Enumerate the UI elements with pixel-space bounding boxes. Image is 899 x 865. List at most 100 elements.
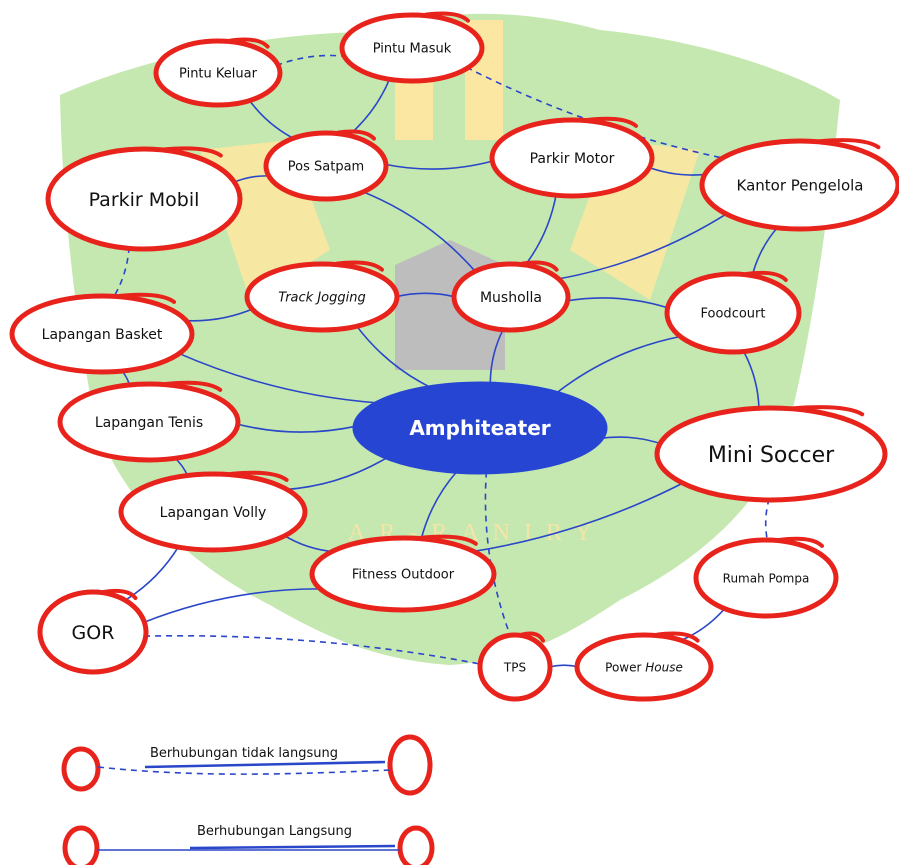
- legend-direct-underline: [189, 844, 396, 850]
- direct-edge-musholla-to-amphiteater: [489, 328, 505, 385]
- node-amphiteater: Amphiteater: [352, 381, 608, 475]
- node-fitness-outdoor-ring: [309, 535, 497, 613]
- direct-edge-foodcourt-to-amphiteater: [555, 335, 683, 395]
- node-track-jogging: Track Jogging: [244, 260, 400, 333]
- node-mini-soccer: Mini Soccer: [654, 405, 888, 503]
- node-rumah-pompa-ring: [693, 537, 839, 619]
- node-amphiteater-ring: [352, 381, 608, 475]
- node-tps-stroke-tail: [520, 631, 545, 643]
- node-lapangan-basket-stroke-tail: [118, 292, 176, 304]
- node-musholla-ring: [451, 261, 571, 333]
- node-power-house-stroke-tail: [655, 631, 700, 643]
- node-parkir-motor-ring: [489, 117, 655, 199]
- node-pintu-keluar-stroke-tail: [228, 37, 270, 49]
- node-tps: TPS: [477, 631, 553, 702]
- direct-edge-amphiteater-to-fitness-outdoor: [420, 470, 459, 540]
- node-pintu-keluar-ring: [153, 38, 283, 108]
- indirect-edge-gor-to-tps: [144, 634, 482, 665]
- node-mini-soccer-ring: [654, 405, 888, 503]
- node-parkir-motor-stroke-tail: [586, 116, 638, 128]
- node-lapangan-volly: Lapangan Volly: [118, 470, 308, 553]
- node-parkir-motor: Parkir Motor: [489, 116, 655, 199]
- node-pintu-masuk-label: Pintu Masuk: [373, 42, 452, 57]
- node-parkir-mobil: Parkir Mobil: [45, 146, 243, 252]
- node-power-house-ring: [574, 632, 714, 702]
- node-tps-ring: [477, 632, 553, 702]
- direct-edge-tps-to-power-house: [548, 664, 580, 668]
- node-lapangan-tenis-stroke-tail: [164, 380, 223, 392]
- node-musholla-stroke-tail: [520, 260, 559, 272]
- direct-edge-kantor-pengelola-to-musholla: [556, 212, 729, 280]
- direct-edge-track-jogging-to-musholla: [394, 292, 456, 298]
- node-rumah-pompa-stroke-tail: [778, 536, 824, 548]
- direct-edge-mini-soccer-to-fitness-outdoor: [470, 481, 686, 553]
- node-gor: GOR: [37, 588, 149, 675]
- legend-indirect-left-ring: [61, 746, 101, 792]
- node-gor-label: GOR: [72, 622, 115, 644]
- node-musholla-label: Musholla: [480, 290, 542, 306]
- legend-indirect-label: Berhubungan tidak langsung: [150, 746, 338, 761]
- direct-edge-lapangan-basket-to-amphiteater: [176, 351, 380, 404]
- node-parkir-motor-label: Parkir Motor: [530, 151, 615, 167]
- node-gor-ring: [37, 589, 149, 675]
- node-track-jogging-ring: [244, 261, 400, 333]
- direct-edge-fitness-outdoor-to-gor: [142, 588, 324, 624]
- node-parkir-mobil-ring: [45, 146, 243, 252]
- node-foodcourt: Foodcourt: [664, 270, 802, 355]
- node-kantor-pengelola-ring: [699, 138, 899, 232]
- node-pos-satpam: Pos Satpam: [263, 129, 389, 202]
- direct-edge-pos-satpam-to-musholla: [361, 190, 477, 273]
- node-rumah-pompa: Rumah Pompa: [693, 536, 839, 619]
- direct-edge-pos-satpam-to-parkir-motor: [383, 159, 495, 170]
- node-mini-soccer-label: Mini Soccer: [708, 443, 835, 468]
- direct-edge-parkir-motor-to-musholla: [523, 193, 557, 267]
- node-foodcourt-ring: [664, 271, 802, 355]
- node-pos-satpam-stroke-tail: [336, 129, 376, 141]
- node-tps-label: TPS: [503, 660, 526, 674]
- node-pintu-masuk-ring: [339, 12, 485, 84]
- direct-edge-track-jogging-to-lapangan-basket: [183, 307, 255, 322]
- legend-indirect-solid-line: [144, 760, 386, 769]
- direct-edge-track-jogging-to-amphiteater: [355, 324, 432, 389]
- node-pintu-keluar-label: Pintu Keluar: [179, 67, 258, 82]
- indirect-edge-parkir-mobil-to-lapangan-basket: [112, 246, 130, 298]
- legend-direct-right-ring: [397, 825, 435, 865]
- direct-edge-lapangan-volly-to-gor: [123, 545, 180, 602]
- node-lapangan-basket-ring: [9, 293, 195, 375]
- node-lapangan-volly-label: Lapangan Volly: [160, 505, 267, 521]
- indirect-edge-mini-soccer-to-rumah-pompa: [764, 498, 770, 542]
- node-musholla: Musholla: [451, 260, 571, 333]
- legend-direct-left-ring: [62, 825, 100, 865]
- node-kantor-pengelola-label: Kantor Pengelola: [737, 176, 864, 194]
- legend-direct-label: Berhubungan Langsung: [197, 824, 352, 839]
- node-mini-soccer-stroke-tail: [791, 405, 865, 417]
- node-foodcourt-label: Foodcourt: [701, 307, 766, 322]
- node-parkir-mobil-label: Parkir Mobil: [89, 189, 200, 211]
- node-pintu-masuk-stroke-tail: [424, 11, 470, 23]
- node-lapangan-tenis: Lapangan Tenis: [57, 380, 241, 463]
- node-lapangan-volly-stroke-tail: [229, 470, 289, 482]
- node-fitness-outdoor-stroke-tail: [419, 534, 478, 546]
- node-track-jogging-label: Track Jogging: [278, 291, 365, 306]
- node-lapangan-basket: Lapangan Basket: [9, 292, 195, 375]
- node-fitness-outdoor: Fitness Outdoor: [309, 534, 497, 613]
- node-foodcourt-stroke-tail: [744, 270, 788, 282]
- node-power-house-label: Power House: [605, 660, 683, 674]
- node-pintu-masuk: Pintu Masuk: [339, 11, 485, 84]
- node-lapangan-basket-label: Lapangan Basket: [42, 327, 163, 343]
- indirect-edge-amphiteater-to-tps: [484, 471, 512, 637]
- node-lapangan-tenis-label: Lapangan Tenis: [95, 415, 203, 431]
- node-amphiteater-label: Amphiteater: [409, 416, 550, 440]
- node-lapangan-volly-ring: [118, 471, 308, 553]
- node-kantor-pengelola-stroke-tail: [817, 138, 881, 150]
- node-fitness-outdoor-label: Fitness Outdoor: [352, 568, 455, 583]
- direct-edge-pintu-keluar-to-pos-satpam: [248, 99, 296, 140]
- node-kantor-pengelola: Kantor Pengelola: [699, 138, 899, 232]
- node-power-house: Power House: [574, 631, 714, 702]
- node-pintu-keluar: Pintu Keluar: [153, 37, 283, 108]
- direct-edge-lapangan-volly-to-amphiteater: [283, 456, 389, 491]
- node-rumah-pompa-label: Rumah Pompa: [723, 571, 810, 585]
- legend-indirect-right-ring: [387, 734, 433, 796]
